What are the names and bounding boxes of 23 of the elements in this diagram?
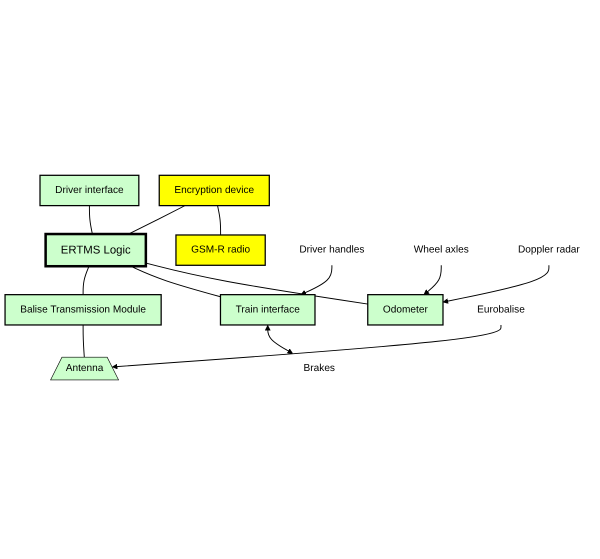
node-box: Balise Transmission Module bbox=[4, 294, 162, 326]
node-box: Train interface bbox=[220, 294, 316, 326]
arrow bbox=[112, 324, 502, 370]
arrow bbox=[442, 264, 550, 304]
connector bbox=[217, 205, 222, 236]
arrow bbox=[264, 324, 293, 354]
node-text: Eurobalise bbox=[477, 304, 525, 315]
connector bbox=[88, 205, 93, 234]
node-box: Encryption device bbox=[158, 174, 270, 206]
arrow bbox=[424, 264, 442, 295]
node-text: Wheel axles bbox=[414, 244, 469, 256]
connector bbox=[82, 324, 85, 358]
node-box: Odometer bbox=[367, 294, 444, 326]
arrow bbox=[300, 264, 332, 296]
node-text: Brakes bbox=[304, 362, 335, 374]
node-box: Driver interface bbox=[39, 174, 140, 206]
node-text: Driver handles bbox=[299, 244, 364, 256]
node-text: Doppler radar bbox=[518, 244, 580, 256]
connector bbox=[128, 205, 186, 234]
connector bbox=[145, 262, 368, 305]
node-box: ERTMS Logic bbox=[44, 232, 148, 268]
connector bbox=[82, 266, 90, 296]
node-box: GSM-R radio bbox=[175, 234, 266, 266]
